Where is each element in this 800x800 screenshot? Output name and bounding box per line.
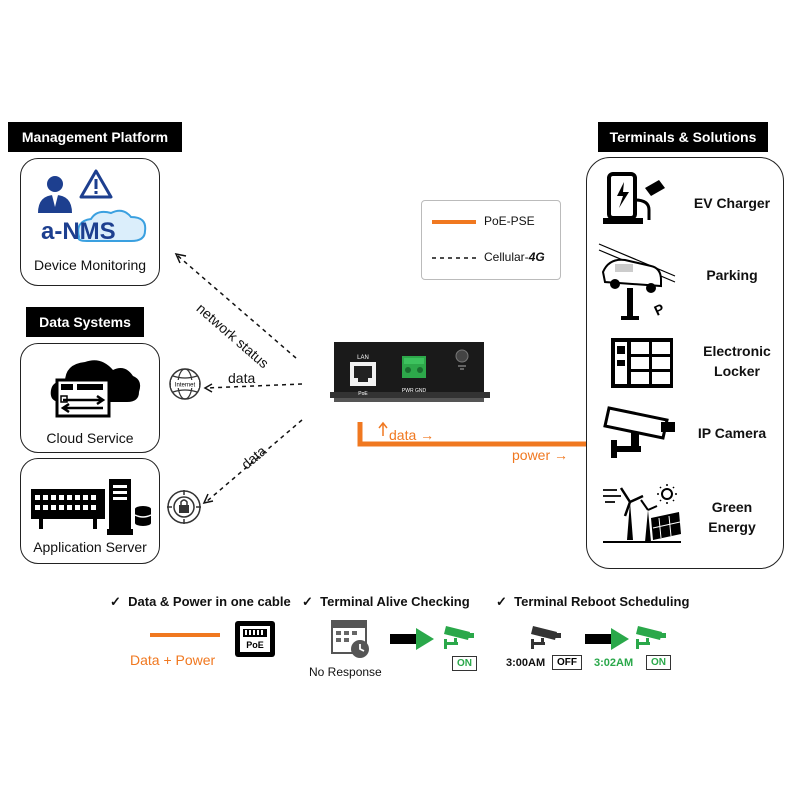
security-lock-icon: [167, 490, 201, 524]
poe-legend-label: PoE-PSE: [484, 214, 535, 228]
feature-data-power: ✓ Data & Power in one cable: [110, 594, 291, 610]
on-badge-2: ON: [646, 655, 671, 670]
ev-charger-icon: [603, 172, 665, 224]
data-internet-label: data: [228, 370, 256, 386]
application-server-label: Application Server: [33, 539, 147, 555]
cellular-legend-text: Cellular-: [484, 250, 529, 264]
reboot-arrow-icon: [390, 628, 434, 650]
time-3-00am: 3:00AM: [506, 657, 546, 669]
camera-online-icon-2: [636, 626, 666, 649]
ip-camera-icon: [603, 406, 675, 458]
poe-port-label: PoE: [358, 391, 368, 397]
network-status-label: network status: [193, 300, 273, 372]
feature-alive-checking-text: Terminal Alive Checking: [320, 594, 470, 609]
internet-globe-icon: Internet: [169, 368, 201, 400]
data-systems-header: Data Systems: [26, 307, 144, 337]
ip-camera-label: IP Camera: [697, 425, 767, 441]
cloud-service-label: Cloud Service: [46, 430, 134, 446]
feature-reboot-scheduling: ✓ Terminal Reboot Scheduling: [496, 594, 689, 610]
svg-text:P: P: [652, 300, 667, 318]
device-monitoring-label: Device Monitoring: [33, 257, 147, 273]
warning-icon: [79, 169, 113, 199]
a-nms-logo: a-NMS: [41, 209, 147, 245]
power-label: power →: [512, 447, 569, 463]
on-badge-1: ON: [452, 656, 477, 671]
check-icon: ✓: [110, 594, 121, 609]
poe-legend-line: [432, 220, 476, 224]
server-icon: [31, 479, 152, 535]
parking-icon: P: [598, 243, 676, 320]
svg-text:PoE: PoE: [246, 640, 264, 650]
electronic-locker-label: Electronic Locker: [703, 343, 771, 379]
feature-alive-checking: ✓ Terminal Alive Checking: [302, 594, 470, 610]
terminals-box: EV Charger P Parking Electronic Locker I…: [586, 157, 784, 569]
cellular-4g-text: 4G: [528, 250, 545, 264]
check-icon: ✓: [496, 594, 507, 609]
power-text: power: [512, 447, 551, 463]
data-plus-power-label: Data + Power: [130, 652, 216, 668]
no-response-label: No Response: [309, 665, 382, 679]
data-power-label: data →: [389, 427, 435, 443]
ev-charger-label: EV Charger: [693, 195, 771, 211]
schedule-calendar-icon: [331, 620, 369, 658]
feature-reboot-scheduling-text: Terminal Reboot Scheduling: [514, 594, 690, 609]
application-server-box: Application Server: [20, 458, 160, 564]
camera-offline-icon: [531, 626, 561, 649]
cloud-icon: [50, 360, 141, 418]
camera-online-icon: [444, 626, 474, 649]
green-energy-label: Green Energy: [708, 499, 756, 535]
data-power-text: data: [389, 427, 417, 443]
data-power-cable-line: [150, 633, 220, 637]
cellular-legend-label: Cellular-4G: [484, 250, 545, 264]
poe-gateway-device: LAN PoE PWR GND: [330, 342, 490, 402]
terminals-header: Terminals & Solutions: [598, 122, 768, 152]
lan-label: LAN: [357, 355, 369, 361]
feature-data-power-text: Data & Power in one cable: [128, 594, 291, 609]
reboot-arrow-icon-2: [585, 628, 629, 650]
time-3-02am: 3:02AM: [594, 657, 634, 669]
off-badge: OFF: [552, 655, 582, 670]
green-energy-icon: [603, 484, 681, 543]
management-platform-header: Management Platform: [8, 122, 182, 152]
check-icon: ✓: [302, 594, 313, 609]
parking-label: Parking: [706, 267, 758, 283]
terminal-block-label: PWR GND: [402, 388, 427, 394]
management-platform-box: a-NMS Device Monitoring: [20, 158, 160, 286]
user-icon: [38, 176, 72, 213]
legend-box: PoE-PSE Cellular-4G: [421, 200, 561, 280]
internet-label: Internet: [175, 383, 196, 389]
cloud-service-box: Cloud Service: [20, 343, 160, 453]
a-nms-logo-text: a-NMS: [41, 218, 116, 245]
data-server-label: data: [238, 442, 270, 473]
poe-port-icon: PoE: [235, 621, 275, 657]
electronic-locker-icon: [611, 338, 673, 388]
cellular-legend-line: [432, 257, 476, 259]
